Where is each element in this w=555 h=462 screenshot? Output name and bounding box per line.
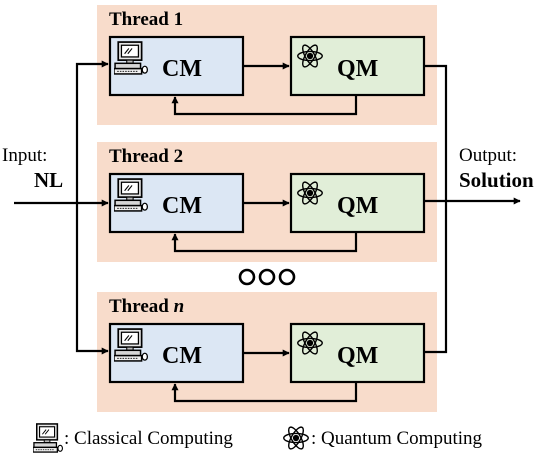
legend-classical-text: : Classical Computing (64, 428, 233, 449)
computer-icon (114, 328, 148, 362)
output-label: Output: (459, 145, 517, 166)
thread-1-classical-label: CM (162, 56, 202, 82)
output-merge: Output: Solution (424, 64, 534, 354)
thread-n-quantum-label: QM (337, 343, 378, 369)
thread-1-panel: Thread 1 CM QM (97, 5, 437, 125)
input-label: Input: (2, 145, 47, 166)
thread-2-quantum-label: QM (337, 193, 378, 219)
thread-2-feedback-arrow (171, 232, 358, 253)
input-fanout: Input: NL (2, 60, 109, 355)
thread-2-panel: Thread 2 CM QM (97, 142, 437, 262)
more-threads-ellipsis: ooo (238, 268, 296, 286)
thread-2-classical-label: CM (162, 193, 202, 219)
output-value: Solution (459, 168, 534, 192)
input-to-thread-n-arrow (75, 203, 109, 355)
ellipsis-dot (278, 268, 296, 286)
ellipsis-dot (258, 268, 276, 286)
thread-n-panel: Thread n CM QM (97, 292, 437, 412)
legend-quantum-text: : Quantum Computing (311, 428, 483, 449)
thread-2-title: Thread 2 (109, 146, 183, 167)
legend: : Classical Computing : Quantum Computin… (33, 423, 483, 453)
thread-n-classical-label: CM (162, 343, 202, 369)
thread-1-feedback-arrow (171, 95, 358, 116)
thread-1-quantum-label: QM (337, 56, 378, 82)
atom-icon (283, 424, 309, 452)
input-value: NL (34, 168, 63, 192)
thread-n-title: Thread n (109, 296, 184, 317)
thread-n-feedback-arrow (171, 382, 358, 403)
computer-icon (114, 41, 148, 75)
ellipsis-dot (238, 268, 256, 286)
output-collector-line (424, 64, 448, 354)
input-to-thread-1-arrow (75, 60, 109, 203)
computer-icon (114, 178, 148, 212)
computer-icon (33, 423, 63, 453)
thread-1-title: Thread 1 (109, 9, 183, 30)
